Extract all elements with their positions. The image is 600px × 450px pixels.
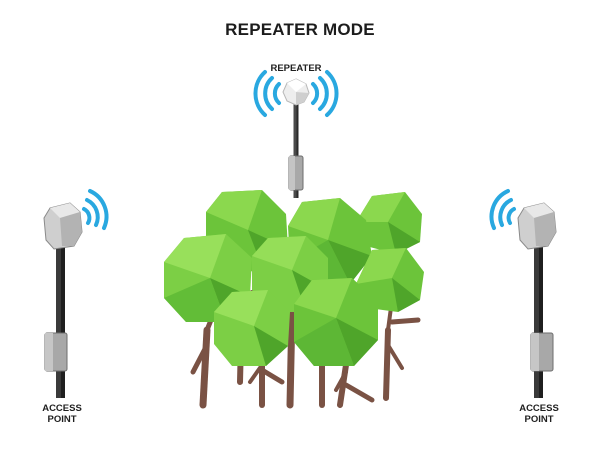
repeater-pole — [293, 100, 299, 198]
left-ap-label-line2: POINT — [47, 414, 77, 425]
tree-crown — [214, 290, 290, 366]
tree-crown — [356, 192, 422, 254]
tree-crown — [356, 248, 424, 312]
tree-crown — [294, 278, 378, 366]
left-access-point-label: ACCESS POINT — [22, 403, 102, 425]
right-ap-signal-icon — [489, 189, 516, 230]
left-ap-signal-icon — [82, 189, 109, 230]
repeater-left-signal-icon — [253, 70, 281, 117]
right-access-point-label: ACCESS POINT — [499, 403, 579, 425]
right-ap-pole — [534, 230, 543, 398]
repeater-label: REPEATER — [256, 63, 336, 74]
repeater-device — [282, 78, 310, 198]
left-access-point — [43, 202, 83, 398]
diagram-title: REPEATER MODE — [225, 20, 375, 39]
repeater-label-text: REPEATER — [270, 63, 322, 74]
left-ap-pole — [56, 230, 65, 398]
repeater-right-signal-icon — [311, 70, 339, 117]
right-ap-label-line1: ACCESS — [519, 403, 559, 414]
right-ap-label-line2: POINT — [524, 414, 554, 425]
right-access-point — [517, 202, 557, 398]
forest — [164, 190, 424, 409]
left-ap-label-line1: ACCESS — [42, 403, 82, 414]
